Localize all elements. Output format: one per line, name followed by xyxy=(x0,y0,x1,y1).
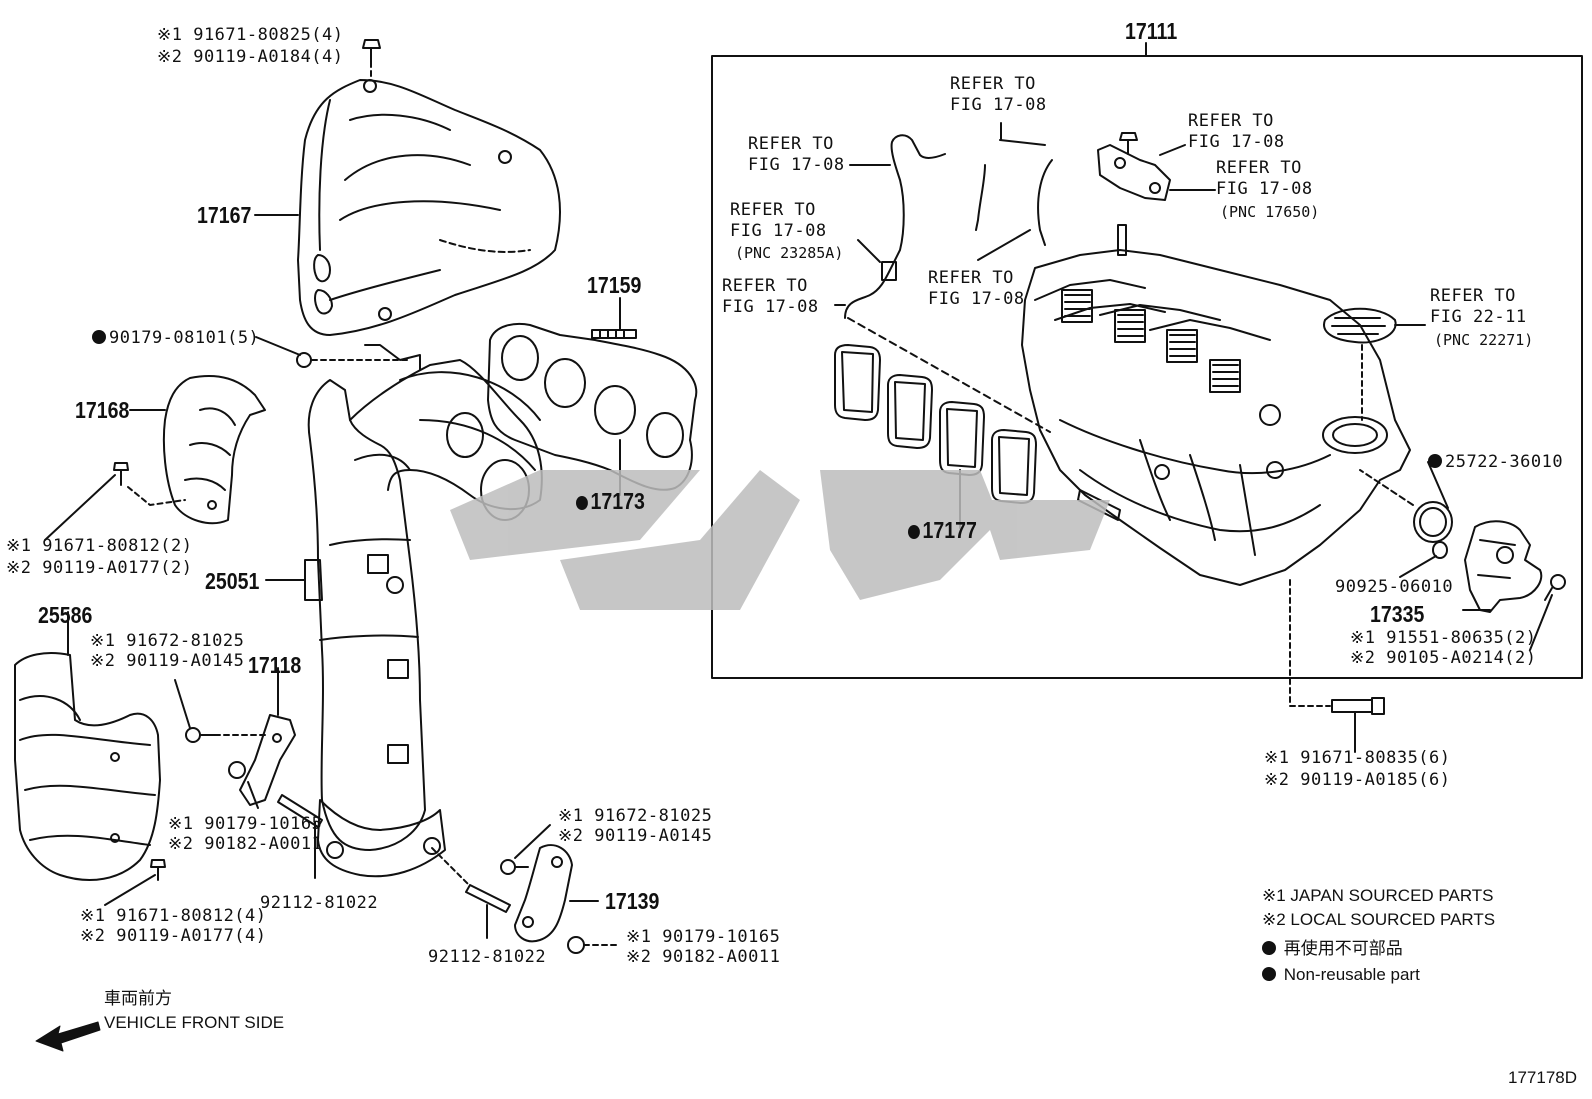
non-reusable-dot-icon xyxy=(1262,967,1276,981)
fastener-17111-2: ※2 90119-A0185(6) xyxy=(1264,770,1451,790)
ref-label-3-note: (PNC 23285A) xyxy=(735,244,844,262)
non-reusable-dot-icon xyxy=(908,525,920,539)
part-number-17159: 17159 xyxy=(587,272,642,298)
ref-label-6-line2: FIG 17-08 xyxy=(1188,132,1285,152)
bolt-icon xyxy=(1544,574,1566,601)
manifold-heat-insulator-17167 xyxy=(297,79,561,336)
part-number-17118: 17118 xyxy=(248,652,302,678)
part-number-17168: 17168 xyxy=(75,397,130,423)
legend-non-reusable-en: Non-reusable part xyxy=(1262,964,1420,986)
ref-label-8-line1: REFER TO xyxy=(1430,286,1516,306)
ref-label-6-line1: REFER TO xyxy=(1188,111,1274,131)
fastener-17335-1: ※1 91551-80635(2) xyxy=(1350,628,1537,648)
bolt-icon xyxy=(150,859,166,881)
bolt-icon xyxy=(1119,132,1138,155)
part-number-17173: 17173 xyxy=(576,488,645,514)
non-reusable-dot-icon xyxy=(1428,454,1442,468)
fastener-top-1: ※1 91671-80825(4) xyxy=(157,25,344,45)
fastener-17118-nut-2: ※2 90182-A0011 xyxy=(168,834,323,854)
vehicle-front-en: VEHICLE FRONT SIDE xyxy=(104,1013,285,1032)
watermark-logo xyxy=(450,470,1110,610)
ref-label-4-line1: REFER TO xyxy=(722,276,808,296)
nut-icon xyxy=(228,761,246,779)
ref-label-7-line2: FIG 17-08 xyxy=(1216,179,1313,199)
bolt-icon xyxy=(1331,697,1385,715)
fastener-17118-bolt-1: ※1 91672-81025 xyxy=(90,631,245,651)
fastener-17139-nut-1: ※1 90179-10165 xyxy=(626,927,781,947)
stud-icon xyxy=(465,884,511,913)
ref-label-7-note: (PNC 17650) xyxy=(1220,203,1320,221)
part-number-92112-81022-b: 92112-81022 xyxy=(428,947,547,967)
intake-manifold xyxy=(1021,224,1411,586)
ref-label-5-line2: FIG 17-08 xyxy=(928,289,1025,309)
non-reusable-dot-icon xyxy=(1262,941,1276,955)
ref-label-5-line1: REFER TO xyxy=(928,268,1014,288)
part-number-25586: 25586 xyxy=(38,602,93,628)
part-number-92112-81022-a: 92112-81022 xyxy=(260,893,379,913)
non-reusable-dot-icon xyxy=(92,330,106,344)
bolt-icon xyxy=(500,859,529,875)
part-number-17167: 17167 xyxy=(197,202,252,228)
stud-icon xyxy=(591,329,637,339)
part-number-25722-36010: 25722-36010 xyxy=(1428,452,1563,472)
part-number-17139: 17139 xyxy=(605,888,660,914)
o-ring-25722 xyxy=(1413,501,1453,543)
fastener-25586-1: ※1 91671-80812(4) xyxy=(80,906,267,926)
ref-label-2-line2: FIG 17-08 xyxy=(950,95,1047,115)
fastener-17139-nut-2: ※2 90182-A0011 xyxy=(626,947,781,967)
ref-label-1-line2: FIG 17-08 xyxy=(748,155,845,175)
non-reusable-dot-icon xyxy=(576,496,588,510)
ref-label-4-line2: FIG 17-08 xyxy=(722,297,819,317)
ref-label-7-line1: REFER TO xyxy=(1216,158,1302,178)
bolt-icon xyxy=(362,39,381,63)
fastener-17168-1: ※1 91671-80812(2) xyxy=(6,536,193,556)
ref-label-2-line1: REFER TO xyxy=(950,74,1036,94)
fastener-17139-bolt-2: ※2 90119-A0145 xyxy=(558,826,713,846)
fastener-17139-bolt-1: ※1 91672-81025 xyxy=(558,806,713,826)
legend-japan-sourced: ※1 JAPAN SOURCED PARTS xyxy=(1262,886,1494,905)
bolt-icon xyxy=(185,727,216,743)
legend-local-sourced: ※2 LOCAL SOURCED PARTS xyxy=(1262,910,1496,929)
fastener-17111-1: ※1 91671-80835(6) xyxy=(1264,748,1451,768)
converter-heat-insulator-25586 xyxy=(14,652,161,881)
vsv-assembly-17335 xyxy=(1432,520,1543,613)
fastener-17118-bolt-2: ※2 90119-A0145 xyxy=(90,651,245,671)
arrow-left-icon xyxy=(35,1021,101,1052)
vacuum-hose-refs xyxy=(844,134,1171,319)
manifold-heat-insulator-17168 xyxy=(162,374,266,525)
fastener-17335-2: ※2 90105-A0214(2) xyxy=(1350,648,1537,668)
fastener-17118-nut-1: ※1 90179-10165 xyxy=(168,814,323,834)
ref-label-3-line1: REFER TO xyxy=(730,200,816,220)
figure-code: 177178D xyxy=(1508,1068,1578,1087)
part-number-90925-06010: 90925-06010 xyxy=(1335,577,1454,597)
nut-icon xyxy=(567,936,585,954)
part-number-90179-08101: 90179-08101(5) xyxy=(92,328,259,348)
throttle-body-gasket-ref xyxy=(1323,307,1397,344)
ref-label-8-line2: FIG 22-11 xyxy=(1430,307,1527,327)
fastener-17168-2: ※2 90119-A0177(2) xyxy=(6,558,193,578)
exhaust-gasket-17173 xyxy=(487,322,698,491)
part-number-17335: 17335 xyxy=(1370,601,1425,627)
part-number-17111: 17111 xyxy=(1125,18,1178,44)
exhaust-manifold-converter-25051 xyxy=(307,344,543,878)
part-number-17177: 17177 xyxy=(908,517,977,543)
vehicle-front-jp: 車両前方 xyxy=(104,989,172,1008)
fastener-top-2: ※2 90119-A0184(4) xyxy=(157,47,344,67)
ref-label-3-line2: FIG 17-08 xyxy=(730,221,827,241)
converter-stay-17139 xyxy=(514,844,573,943)
fastener-25586-2: ※2 90119-A0177(4) xyxy=(80,926,267,946)
manifold-stay-17118 xyxy=(239,714,296,806)
part-number-25051: 25051 xyxy=(205,568,260,594)
ref-label-8-note: (PNC 22271) xyxy=(1434,331,1534,349)
ref-label-1-line1: REFER TO xyxy=(748,134,834,154)
bolt-icon xyxy=(113,462,129,486)
legend-non-reusable-jp: 再使用不可部品 xyxy=(1262,938,1403,960)
stud-icon xyxy=(277,794,323,828)
